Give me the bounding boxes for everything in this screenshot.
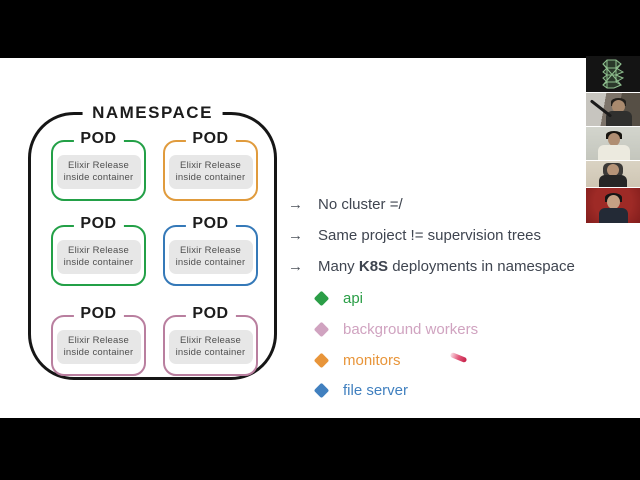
- deployment-label: api: [343, 290, 364, 307]
- pod-inner-line1: Elixir Release: [68, 245, 129, 256]
- participant-video-3[interactable]: [586, 161, 640, 187]
- webcam-avatar: [586, 161, 640, 187]
- pod-orange-top-right: POD Elixir Release inside container: [163, 130, 258, 201]
- deployment-file-server: file server: [313, 382, 409, 399]
- elixir-release-box: Elixir Release inside container: [168, 240, 253, 274]
- pod-inner-line1: Elixir Release: [180, 160, 241, 171]
- pod-inner-line2: inside container: [175, 172, 246, 183]
- bullet-same-project: → Same project != supervision trees: [288, 227, 541, 244]
- pod-green-top-left: POD Elixir Release inside container: [51, 130, 146, 201]
- arrow-icon: →: [288, 258, 303, 275]
- pod-inner-line1: Elixir Release: [68, 335, 129, 346]
- presentation-slide: NAMESPACE POD Elixir Release inside cont…: [0, 58, 640, 418]
- elixir-release-box: Elixir Release inside container: [168, 155, 253, 189]
- deployment-monitors: monitors: [313, 352, 401, 369]
- arrow-icon: →: [288, 196, 303, 213]
- pod-title: POD: [73, 305, 124, 323]
- pod-inner-line2: inside container: [175, 257, 246, 268]
- diamond-icon: [313, 352, 330, 369]
- bullet-many-k8s-deployments: → Many K8S deployments in namespace: [288, 258, 575, 275]
- green-mesh-logo-tile[interactable]: [586, 56, 640, 92]
- pod-title: POD: [185, 130, 236, 148]
- webcam-avatar: [586, 127, 640, 160]
- elixir-release-box: Elixir Release inside container: [56, 240, 141, 274]
- pod-green-middle-left: POD Elixir Release inside container: [51, 215, 146, 286]
- pod-inner-line2: inside container: [175, 347, 246, 358]
- pod-inner-line2: inside container: [63, 347, 134, 358]
- bullet-no-cluster: → No cluster =/: [288, 196, 403, 213]
- webcam-avatar: [586, 93, 640, 126]
- deployment-background-workers: background workers: [313, 321, 479, 338]
- elixir-release-box: Elixir Release inside container: [56, 330, 141, 364]
- diamond-icon: [313, 382, 330, 399]
- laser-pointer-dot: [449, 351, 468, 364]
- bullet-text: Many K8S deployments in namespace: [318, 258, 575, 275]
- pod-title: POD: [73, 215, 124, 233]
- webcam-avatar: [586, 188, 640, 223]
- pod-title: POD: [73, 130, 124, 148]
- pod-title: POD: [185, 215, 236, 233]
- participant-video-4[interactable]: [586, 188, 640, 223]
- pod-inner-line1: Elixir Release: [68, 160, 129, 171]
- deployment-label: file server: [343, 382, 409, 399]
- arrow-icon: →: [288, 227, 303, 244]
- namespace-title: NAMESPACE: [82, 103, 223, 123]
- boom-mic-icon: [589, 99, 613, 118]
- deployment-label: background workers: [343, 321, 479, 338]
- participant-video-1[interactable]: [586, 93, 640, 126]
- elixir-release-box: Elixir Release inside container: [168, 330, 253, 364]
- bullet-text: Same project != supervision trees: [318, 227, 542, 244]
- namespace-container: NAMESPACE POD Elixir Release inside cont…: [28, 103, 277, 380]
- pod-pink-bottom-left: POD Elixir Release inside container: [51, 305, 146, 376]
- pod-inner-line1: Elixir Release: [180, 335, 241, 346]
- pod-inner-line1: Elixir Release: [180, 245, 241, 256]
- pod-pink-bottom-right: POD Elixir Release inside container: [163, 305, 258, 376]
- diamond-icon: [313, 321, 330, 338]
- deployment-label: monitors: [343, 352, 401, 369]
- deployment-api: api: [313, 290, 364, 307]
- diamond-icon: [313, 290, 330, 307]
- participant-video-2[interactable]: [586, 127, 640, 160]
- pod-title: POD: [185, 305, 236, 323]
- bullet-text: No cluster =/: [318, 196, 403, 213]
- pod-inner-line2: inside container: [63, 172, 134, 183]
- mesh-logo-icon: [602, 59, 625, 89]
- pod-blue-middle-right: POD Elixir Release inside container: [163, 215, 258, 286]
- elixir-release-box: Elixir Release inside container: [56, 155, 141, 189]
- pod-inner-line2: inside container: [63, 257, 134, 268]
